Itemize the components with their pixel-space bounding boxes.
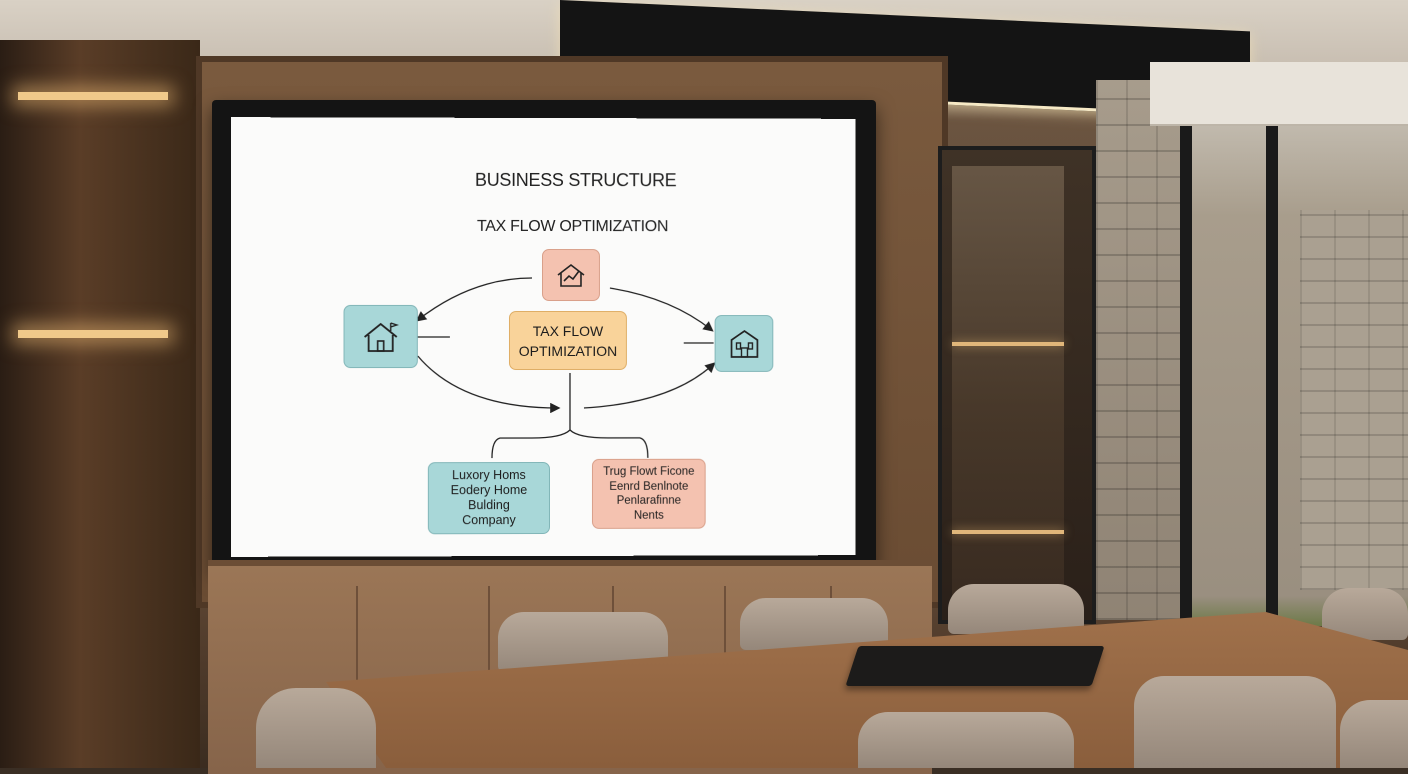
entity-box-left-line: Eodery Home (451, 483, 528, 498)
window-frame (1266, 96, 1278, 626)
exterior-stone-wall (1300, 210, 1408, 590)
chair (1134, 676, 1336, 768)
window-frame (1180, 96, 1192, 626)
entity-box-left-line: Bulding (468, 498, 510, 513)
glass-cabinet-interior (952, 166, 1064, 606)
left-cabinet (0, 40, 200, 768)
center-node: TAX FLOW OPTIMIZATION (509, 311, 627, 370)
entity-box-left-line: Luxory Homs (452, 468, 526, 483)
entity-box-right: Trug Flowt Ficone Eenrd Benlnote Penlara… (592, 459, 706, 529)
entity-box-right-line: Trug Flowt Ficone (603, 465, 694, 480)
shelf-light (18, 330, 168, 338)
house-chart-icon (542, 249, 600, 301)
chair (256, 688, 376, 768)
entity-box-right-line: Penlarafinne (617, 494, 681, 509)
entity-box-left-line: Company (462, 513, 516, 528)
window-blind (1150, 62, 1408, 126)
building-icon (715, 315, 774, 372)
chair (858, 712, 1074, 768)
chair (948, 584, 1084, 634)
table-tray (846, 646, 1105, 686)
house-flag-icon (344, 305, 418, 368)
entity-box-right-line: Eenrd Benlnote (609, 479, 688, 494)
entity-box-right-line: Nents (634, 508, 664, 523)
chair (1340, 700, 1408, 768)
glass-shelf (952, 530, 1064, 534)
entity-box-left: Luxory Homs Eodery Home Bulding Company (428, 462, 550, 534)
glass-shelf (952, 342, 1064, 346)
stone-column (1096, 80, 1182, 620)
shelf-light (18, 92, 168, 100)
presentation-slide: BUSINESS STRUCTURE TAX FLOW OPTIMIZATION (231, 117, 856, 557)
